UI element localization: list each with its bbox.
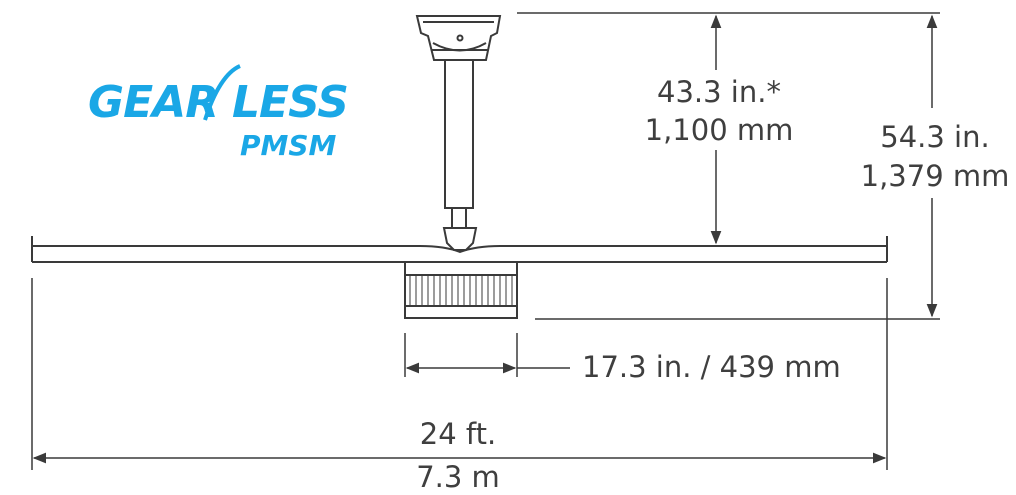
total-height-label-bg xyxy=(855,108,1015,198)
total-height-in-label: 54.3 in. xyxy=(880,120,989,154)
logo-word-left: GEAR xyxy=(88,77,218,128)
logo-word-right: LESS xyxy=(232,77,348,128)
downrod-icon xyxy=(442,59,478,251)
drop-height-in-label: 43.3 in.* xyxy=(657,75,781,109)
ceiling-mount-icon xyxy=(415,15,502,61)
motor-width-label: 17.3 in. / 439 mm xyxy=(582,350,841,384)
diameter-ft-label: 24 ft. xyxy=(420,417,496,451)
drop-height-label-bg xyxy=(640,70,800,150)
total-height-mm-label: 1,379 mm xyxy=(861,159,1010,193)
logo-swoosh-icon xyxy=(203,64,241,121)
gearless-logo: GEAR LESS PMSM xyxy=(88,64,349,162)
diameter-m-label: 7.3 m xyxy=(416,460,500,494)
diameter-dimension xyxy=(31,278,888,470)
motor-width-dimension xyxy=(404,333,570,377)
logo-subtext: PMSM xyxy=(240,129,337,162)
motor-housing-icon xyxy=(404,261,518,319)
drop-height-mm-label: 1,100 mm xyxy=(645,113,794,147)
